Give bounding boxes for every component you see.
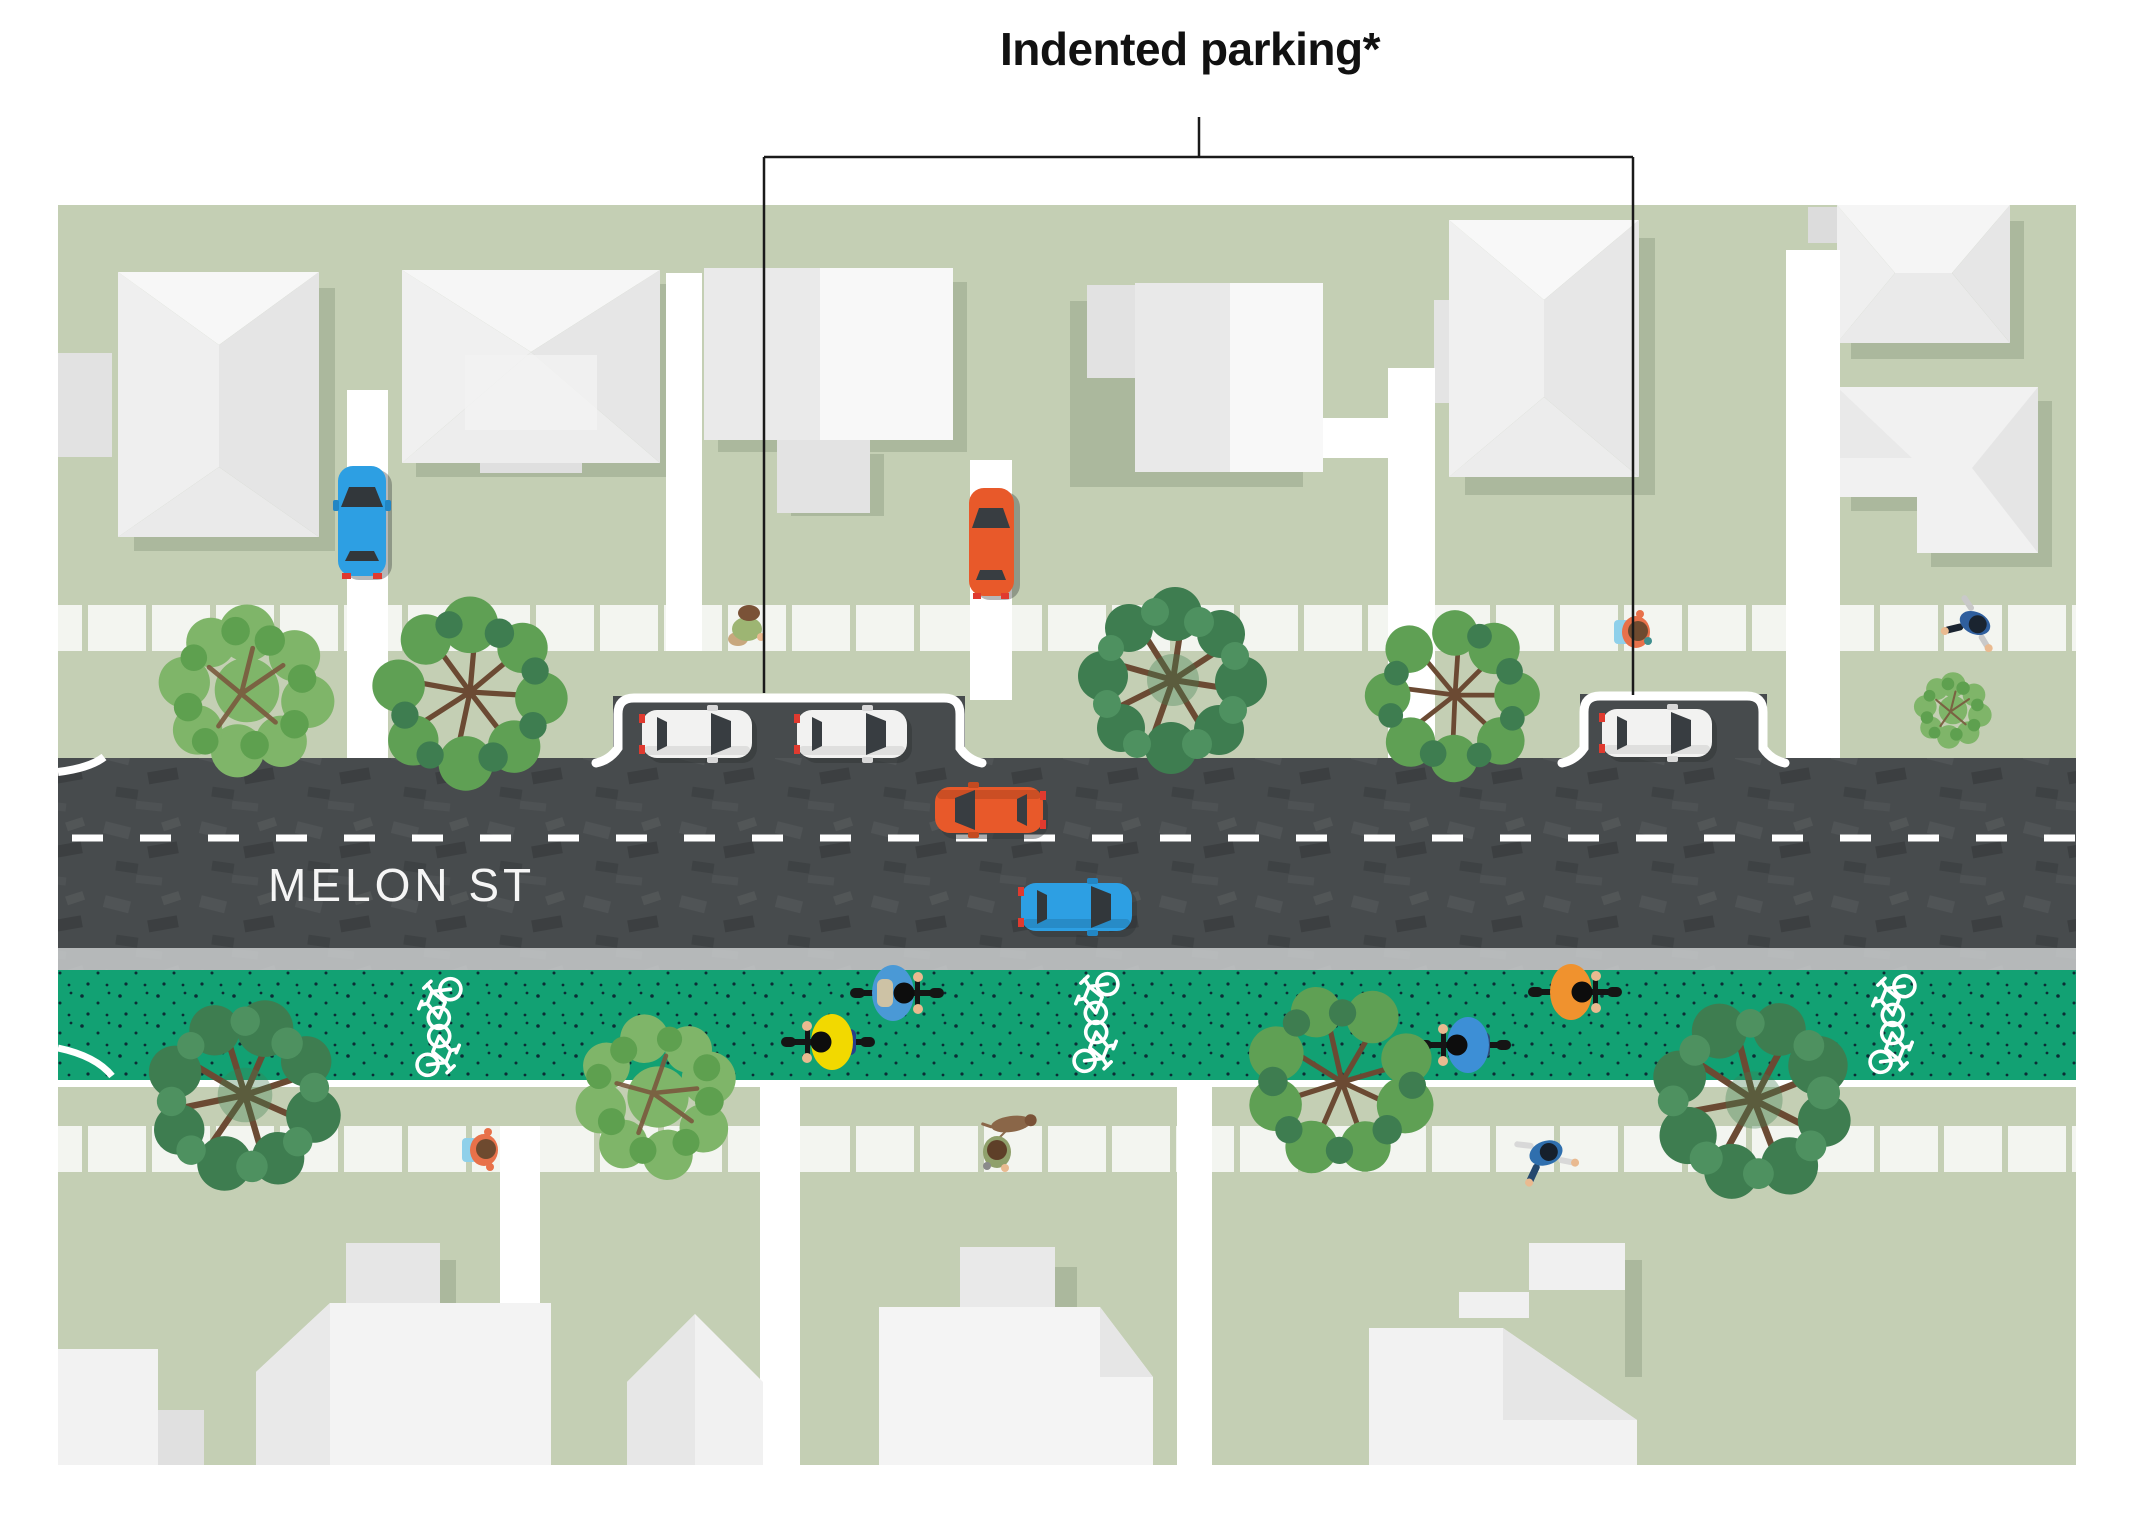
driveways-bottom <box>500 1087 1212 1465</box>
house <box>704 268 967 516</box>
sidewalk-top <box>58 605 2076 651</box>
driveway-car-orange <box>969 488 1020 600</box>
street-name-label: MELON ST <box>268 859 535 911</box>
lane-edge-line <box>58 1080 2076 1087</box>
road: MELON ST <box>57 691 2076 948</box>
road-car-orange <box>935 782 1048 839</box>
driveway <box>760 1087 800 1465</box>
driveway <box>666 273 702 651</box>
road-car-blue <box>1018 878 1137 937</box>
house <box>1369 1243 1642 1465</box>
pedestrians <box>462 595 1993 1187</box>
pedestrian-with-dog <box>981 1114 1037 1172</box>
dog <box>981 1114 1037 1133</box>
houses-top-block <box>58 205 2052 567</box>
pedestrian <box>728 605 765 646</box>
parked-car-white <box>794 705 912 763</box>
page-title: Indented parking* <box>1000 23 1380 75</box>
house <box>402 270 674 477</box>
cyclist <box>781 1014 875 1070</box>
house <box>58 1349 204 1465</box>
house <box>256 1243 551 1465</box>
house <box>1070 283 1389 487</box>
houses-bottom-block <box>58 1243 1642 1465</box>
cyclist <box>1528 964 1622 1020</box>
parked-car-white <box>639 705 757 763</box>
pedestrian <box>462 1128 498 1171</box>
cyclist <box>850 965 944 1021</box>
house <box>1837 387 2052 567</box>
driveway-car-blue <box>333 466 392 580</box>
house <box>627 1314 763 1465</box>
house <box>879 1247 1153 1465</box>
house <box>58 272 335 551</box>
house <box>1434 220 1655 495</box>
driveway <box>500 1126 540 1304</box>
parked-car-white <box>1599 704 1717 762</box>
driveway <box>1177 1087 1212 1465</box>
house <box>1808 205 2024 359</box>
pedestrian-runner <box>1940 595 1993 653</box>
cars <box>333 466 1717 937</box>
driveway <box>1786 250 1840 758</box>
curb-line-left <box>57 753 107 776</box>
callout-bracket <box>762 117 1635 695</box>
cyclists <box>781 964 1622 1073</box>
pedestrian-runner <box>1514 1140 1580 1187</box>
